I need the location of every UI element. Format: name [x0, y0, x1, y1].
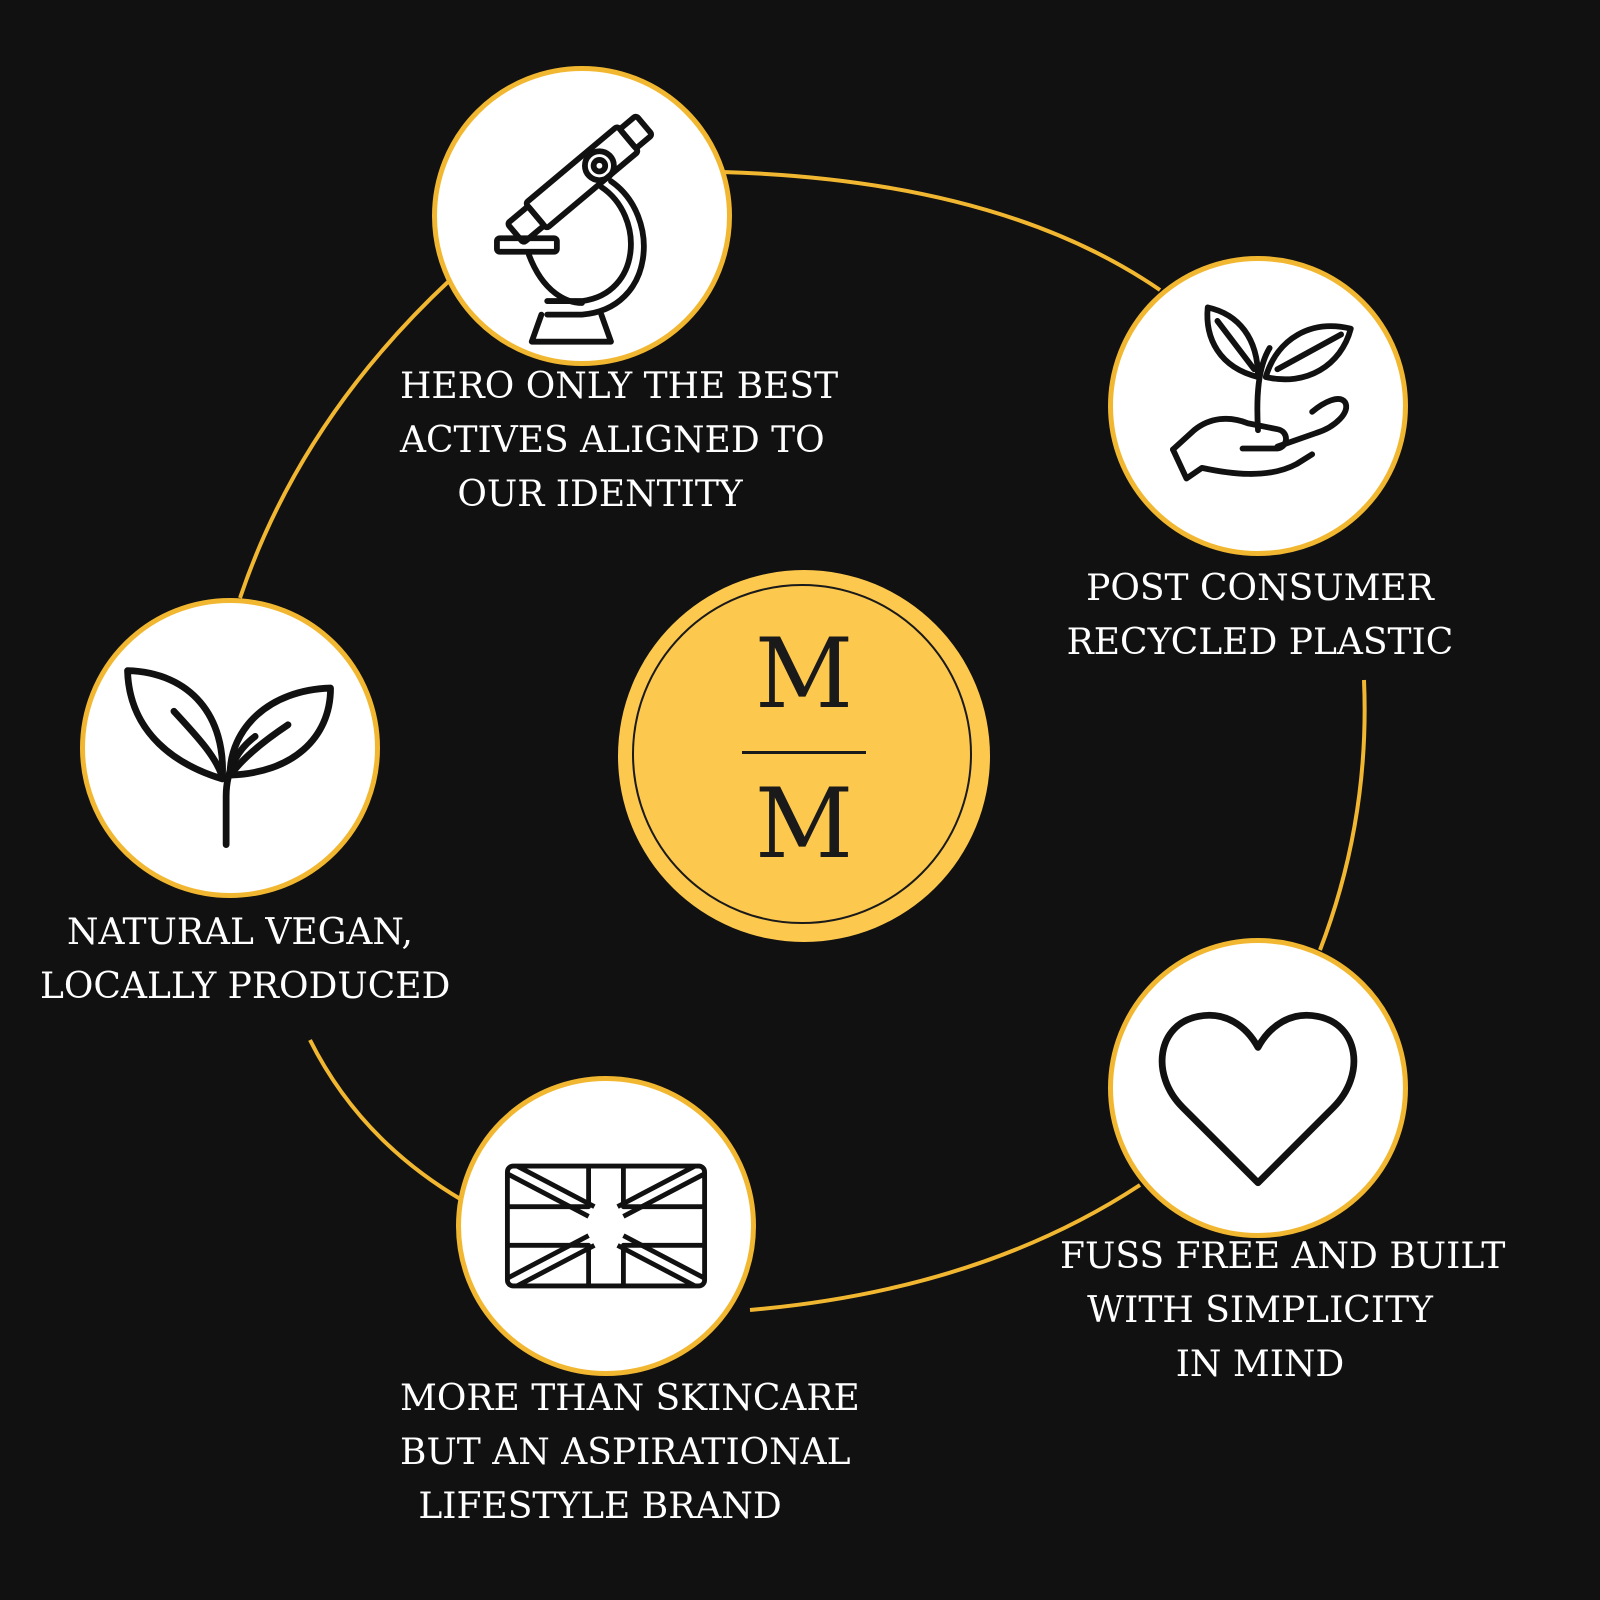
union-jack-flag-icon	[504, 1163, 708, 1289]
label-line: POST CONSUMER	[1086, 568, 1434, 609]
heart-icon	[1158, 1011, 1358, 1187]
brand-logo: M M	[618, 570, 990, 942]
node-simplicity	[1108, 938, 1408, 1238]
microscope-icon	[494, 113, 654, 345]
node-recycled	[1108, 256, 1408, 556]
label-line: FUSS FREE AND BUILT	[1060, 1236, 1506, 1277]
label-actives: HERO ONLY THE BEST ACTIVES ALIGNED TO OU…	[400, 360, 839, 522]
node-vegan	[80, 598, 380, 898]
label-vegan: NATURAL VEGAN, LOCALLY PRODUCED	[40, 906, 451, 1014]
label-line: LIFESTYLE BRAND	[418, 1486, 782, 1527]
label-line: LOCALLY PRODUCED	[40, 966, 451, 1007]
logo-inner-ring	[632, 584, 972, 924]
label-line: NATURAL VEGAN,	[66, 912, 413, 953]
label-line: IN MIND	[1175, 1344, 1345, 1385]
label-lifestyle: MORE THAN SKINCARE BUT AN ASPIRATIONAL L…	[400, 1372, 860, 1534]
label-line: HERO ONLY THE BEST	[400, 366, 839, 407]
logo-divider	[742, 751, 866, 754]
logo-letter-bottom: M	[754, 768, 854, 880]
logo-letter-top: M	[754, 618, 854, 730]
label-line: WITH SIMPLICITY	[1087, 1290, 1433, 1331]
label-line: MORE THAN SKINCARE	[400, 1378, 860, 1419]
sprout-icon	[124, 667, 334, 849]
label-recycled: POST CONSUMER RECYCLED PLASTIC	[1060, 562, 1460, 670]
label-simplicity: FUSS FREE AND BUILT WITH SIMPLICITY IN M…	[1060, 1230, 1506, 1392]
node-actives	[432, 66, 732, 366]
label-line: BUT AN ASPIRATIONAL	[400, 1432, 851, 1473]
hand-plant-icon	[1170, 304, 1354, 482]
label-line: ACTIVES ALIGNED TO	[400, 420, 825, 461]
label-line: OUR IDENTITY	[457, 474, 743, 515]
label-line: RECYCLED PLASTIC	[1066, 622, 1454, 663]
node-lifestyle	[456, 1076, 756, 1376]
